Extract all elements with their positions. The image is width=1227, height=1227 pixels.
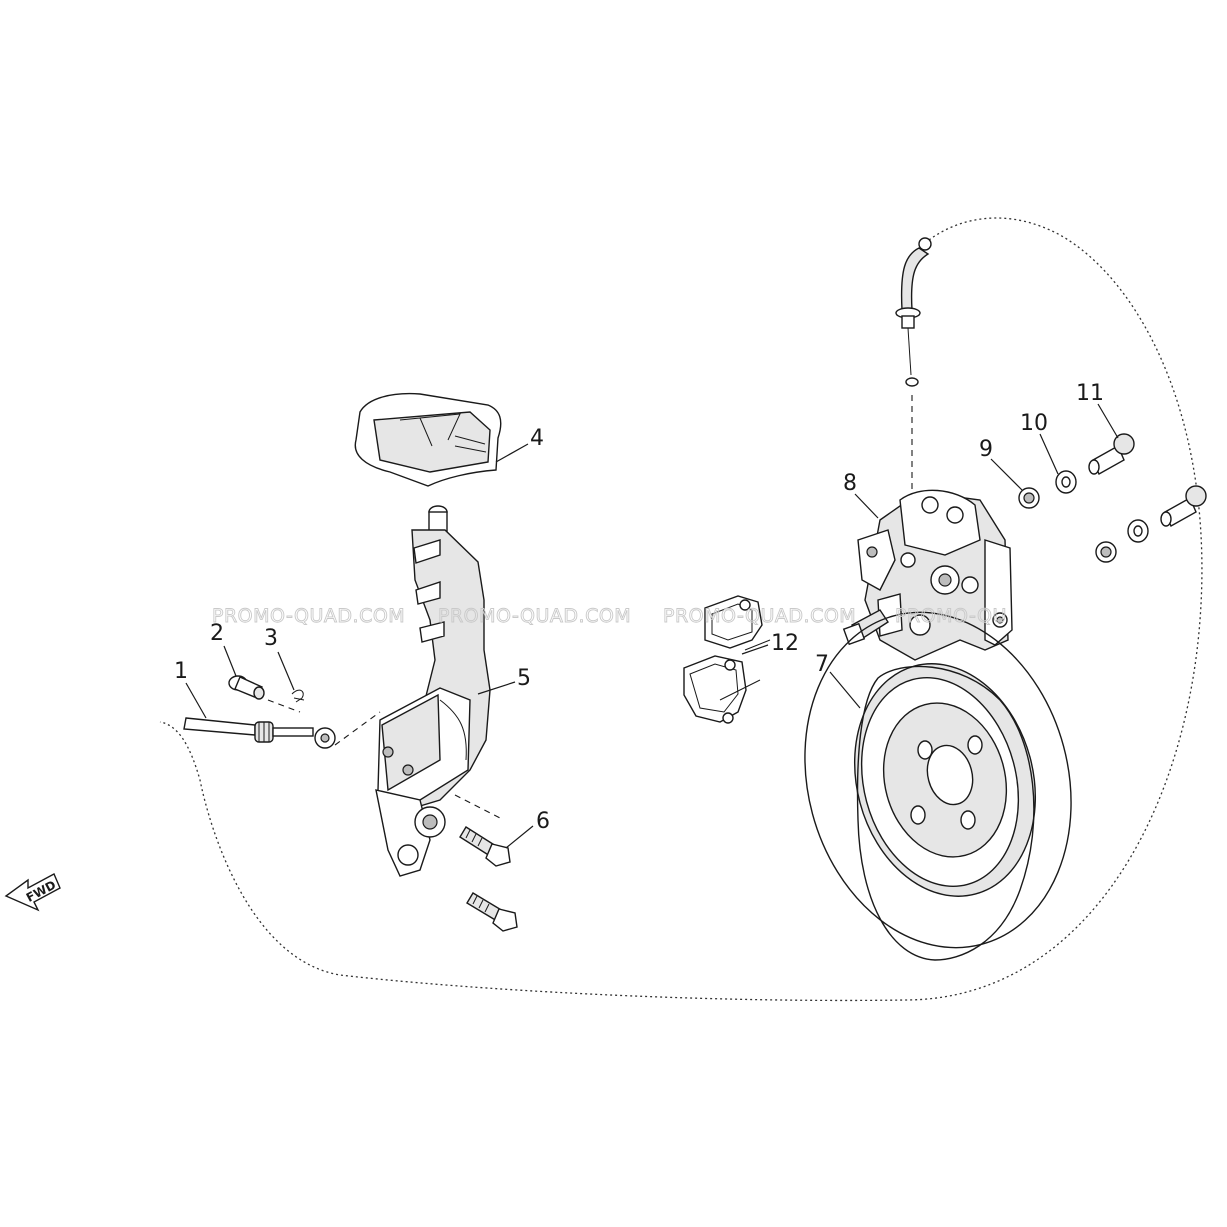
assembly-line-c [454,794,501,819]
callout-4: 4 [530,426,544,451]
callout-7: 7 [815,652,829,677]
watermark-3: PROMO-QUAD.COM [663,605,856,627]
brake-line-loop [159,217,1203,1002]
leader-11 [1097,403,1119,439]
watermark-4: PROMO-QU [895,605,1007,627]
leader-8 [854,493,879,519]
callout-3: 3 [264,626,278,651]
part-7-brake-disc-rim [856,665,1035,961]
part-10-washer-lower[interactable] [1127,519,1149,543]
part-10-washer-upper[interactable] [1055,470,1077,494]
assembly-line-b [334,711,381,746]
leader-9 [990,458,1023,491]
part-5-pedal-arm[interactable] [375,505,491,877]
watermark-1: PROMO-QUAD.COM [212,605,405,627]
part-1-cable[interactable] [183,717,336,749]
leader-12 [741,644,769,655]
callout-10: 10 [1020,411,1048,436]
leader-10 [1039,433,1059,475]
leader-1 [185,682,207,719]
part-2-pin[interactable] [228,675,265,700]
part-11-bolt-upper[interactable] [1088,433,1135,475]
callout-5: 5 [517,666,531,691]
part-9-washer-upper[interactable] [1018,487,1040,509]
part-6-bolt-upper[interactable] [459,826,511,867]
callout-2: 2 [210,621,224,646]
leader-2 [223,645,237,677]
callout-9: 9 [979,437,993,462]
watermark-2: PROMO-QUAD.COM [438,605,631,627]
leader-7 [829,671,861,709]
fwd-arrow-icon: FWD [4,873,61,912]
leader-5 [477,681,516,695]
callout-1: 1 [174,659,188,684]
callout-11: 11 [1076,381,1104,406]
leader-3 [277,651,295,691]
callout-8: 8 [843,471,857,496]
part-6-bolt-lower[interactable] [466,892,518,932]
leader-4 [495,443,529,463]
leader-6 [505,825,534,849]
callout-6: 6 [536,809,550,834]
assembly-line-a [267,699,301,713]
part-4-pedal-pad[interactable] [354,392,502,487]
part-9-washer-lower[interactable] [1095,541,1117,563]
brake-hose[interactable] [895,237,932,387]
callout-12: 12 [771,631,799,656]
part-3-cotter-pin[interactable] [291,689,305,703]
part-7-brake-disc[interactable] [768,582,1107,978]
part-12-brake-pads[interactable] [683,595,771,724]
part-11-bolt-lower[interactable] [1160,485,1207,527]
